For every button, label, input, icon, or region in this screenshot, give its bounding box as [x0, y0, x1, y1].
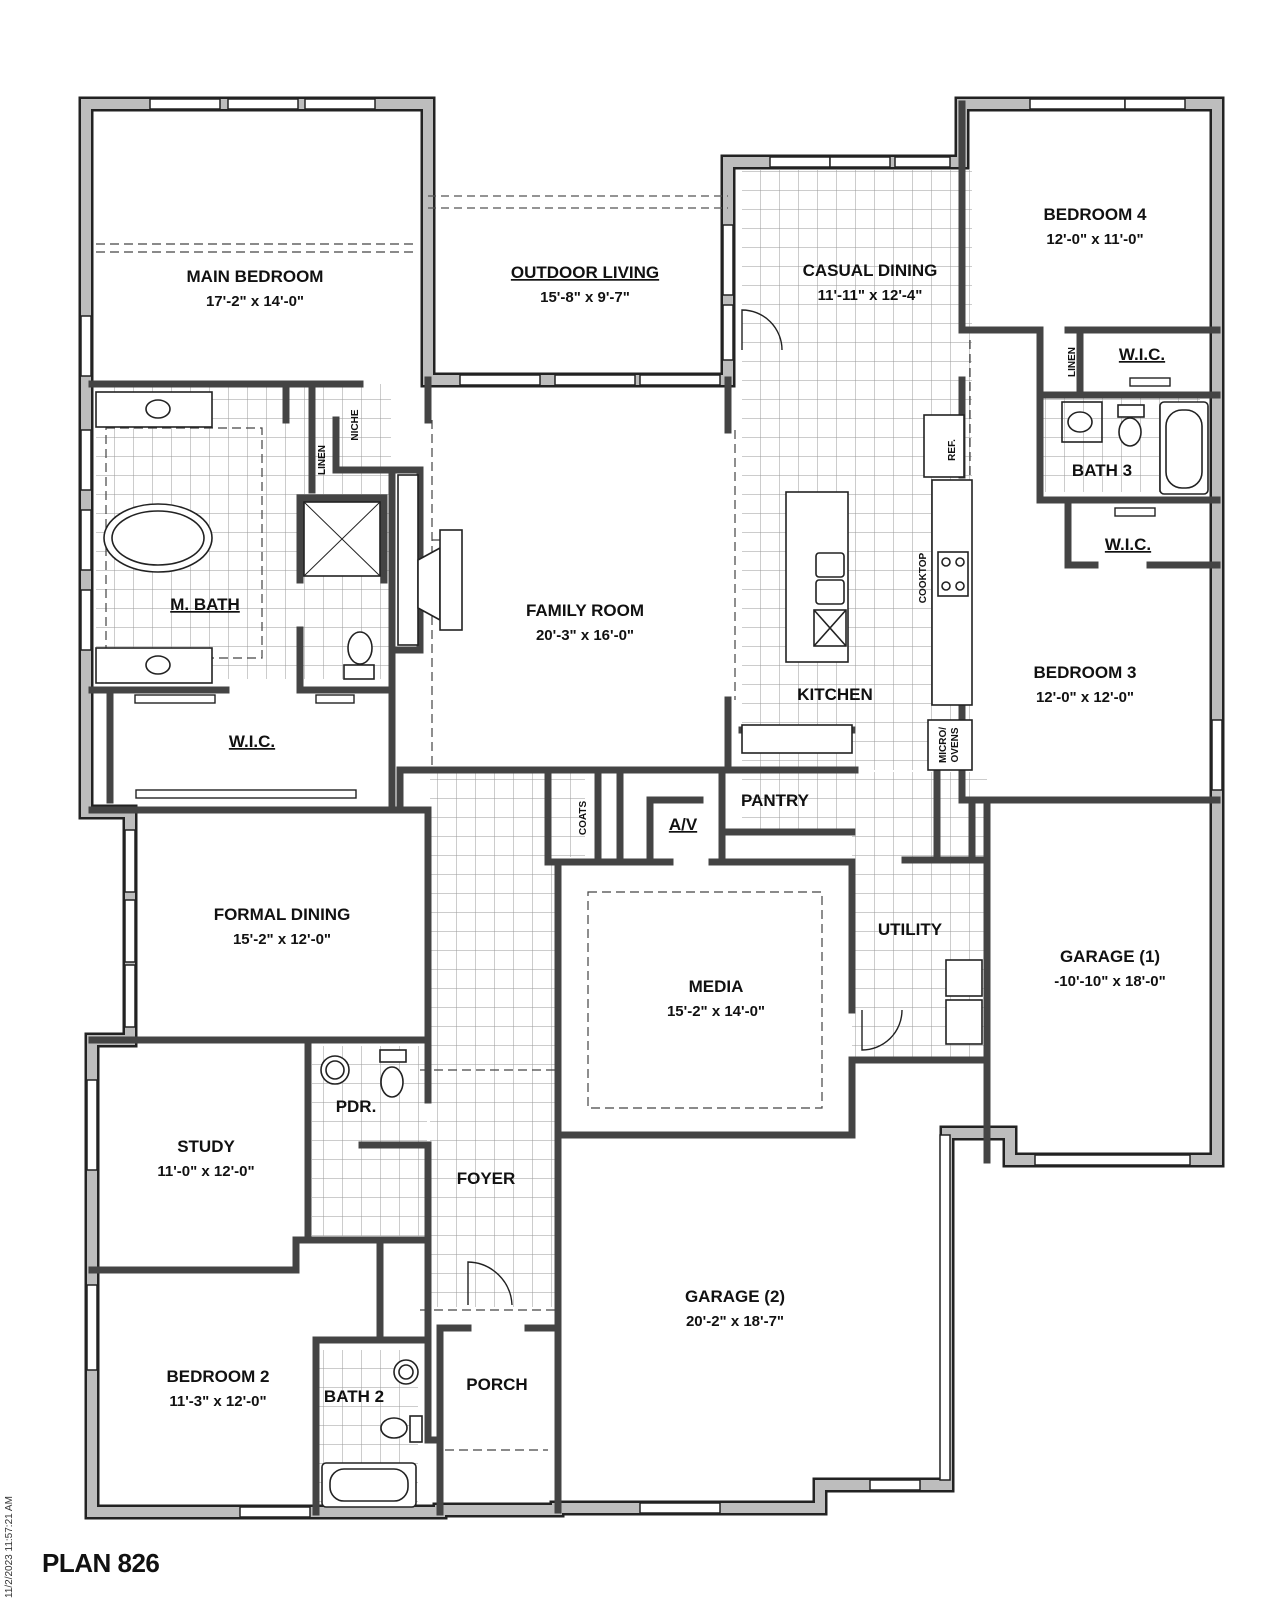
casual-dining-dims: 11'-11" x 12'-4" — [818, 287, 923, 304]
main-bedroom-name: MAIN BEDROOM — [187, 267, 324, 286]
bedroom-4-name: BEDROOM 4 — [1044, 205, 1148, 224]
linen-bed4-label: LINEN — [1067, 347, 1078, 377]
media-dims: 15'-2" x 14'-0" — [667, 1003, 765, 1020]
pantry-name: PANTRY — [741, 791, 810, 810]
micro-ovens-label-2: OVENS — [950, 727, 961, 762]
study-name: STUDY — [177, 1137, 235, 1156]
pdr-name: PDR. — [336, 1097, 377, 1116]
kitchen-counter — [741, 414, 973, 771]
family-room-name: FAMILY ROOM — [526, 601, 644, 620]
bedroom-3-name: BEDROOM 3 — [1034, 663, 1137, 682]
porch-name: PORCH — [466, 1375, 527, 1394]
bedroom-3-dims: 12'-0" x 12'-0" — [1036, 689, 1134, 706]
formal-dining-dims: 15'-2" x 12'-0" — [233, 931, 331, 948]
garage-1-dims: -10'-10" x 18'-0" — [1054, 973, 1165, 990]
outdoor-living-dims: 15'-8" x 9'-7" — [540, 289, 630, 306]
bedroom-2-name: BEDROOM 2 — [167, 1367, 270, 1386]
bedroom-4-dims: 12'-0" x 11'-0" — [1046, 231, 1143, 248]
outdoor-living-name: OUTDOOR LIVING — [511, 263, 659, 282]
foyer-name: FOYER — [457, 1169, 516, 1188]
niche-label: NICHE — [350, 409, 361, 440]
main-bedroom-dims: 17'-2" x 14'-0" — [206, 293, 304, 310]
micro-ovens-label-1: MICRO/ — [938, 727, 949, 763]
windows — [80, 98, 1223, 1518]
room-labels: MAIN BEDROOM 17'-2" x 14'-0" OUTDOOR LIV… — [157, 205, 1165, 1410]
main-wic-name: W.I.C. — [229, 732, 275, 751]
coats-label: COATS — [578, 801, 589, 836]
m-bath-name: M. BATH — [170, 595, 240, 614]
timestamp: 11/2/2023 11:57:21 AM — [4, 1496, 15, 1598]
linen-main-label: LINEN — [317, 445, 328, 475]
closet-shelves — [134, 377, 1171, 799]
family-room-dims: 20'-3" x 16'-0" — [536, 627, 634, 644]
utility-name: UTILITY — [878, 920, 943, 939]
kitchen-island — [785, 491, 849, 663]
door-swings — [467, 309, 903, 1306]
fireplace — [397, 474, 463, 646]
bed4-wic-name: W.I.C. — [1119, 345, 1165, 364]
bed3-wic-name: W.I.C. — [1105, 535, 1151, 554]
av-name: A/V — [669, 815, 698, 834]
garage-1-name: GARAGE (1) — [1060, 947, 1160, 966]
casual-dining-name: CASUAL DINING — [803, 261, 938, 280]
bath-2-name: BATH 2 — [324, 1387, 384, 1406]
fixture-labels: LINEN NICHE LINEN REF. COOKTOP MICRO/ OV… — [317, 347, 1078, 835]
cooktop-label: COOKTOP — [918, 552, 929, 603]
bath-fixtures — [95, 391, 1209, 1508]
formal-dining-name: FORMAL DINING — [214, 905, 351, 924]
garage-2-dims: 20'-2" x 18'-7" — [686, 1313, 784, 1330]
kitchen-name: KITCHEN — [797, 685, 873, 704]
bath-3-name: BATH 3 — [1072, 461, 1132, 480]
study-dims: 11'-0" x 12'-0" — [157, 1163, 254, 1180]
ref-label: REF. — [947, 439, 958, 461]
plan-title: PLAN 826 — [42, 1548, 160, 1578]
garage-2-name: GARAGE (2) — [685, 1287, 785, 1306]
bedroom-2-dims: 11'-3" x 12'-0" — [169, 1393, 266, 1410]
media-name: MEDIA — [689, 977, 744, 996]
interior-walls — [88, 100, 1221, 1516]
